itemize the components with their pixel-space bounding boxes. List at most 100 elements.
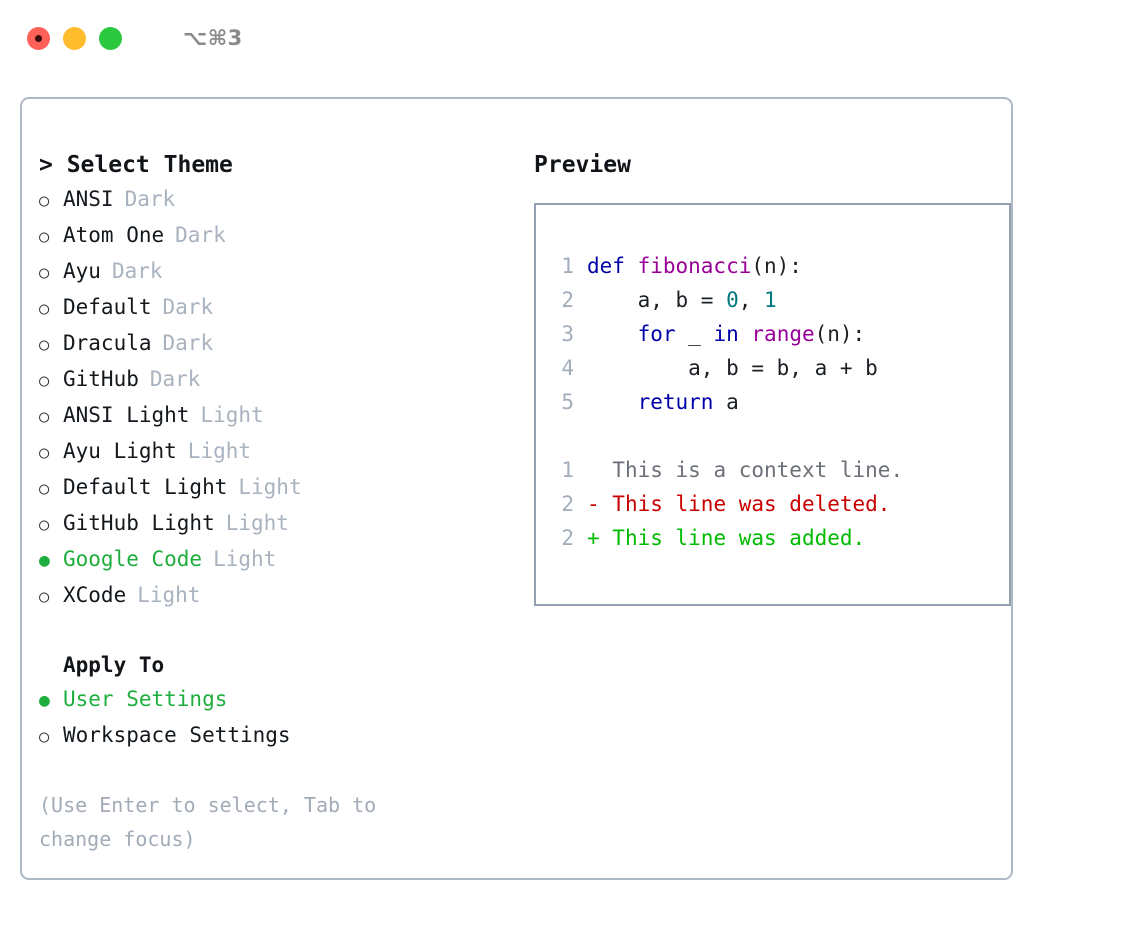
diff-sample: 1 This is a context line.2- This line wa… [548,453,1009,555]
diff-sign: + [587,526,600,550]
theme-variant-badge: Light [187,439,252,463]
code-token-plain: a, b = b, a + b [587,356,878,380]
code-token-plain: , [738,288,765,312]
theme-option-xcode[interactable]: ○ XCode Light [39,578,492,614]
theme-option-ayu-light[interactable]: ○ Ayu Light Light [39,434,492,470]
diff-text: This line was deleted. [599,492,891,516]
code-line-content: def fibonacci(n): [587,249,802,283]
code-token-keyword: for [637,322,676,346]
theme-option-label: GitHub Light [63,511,215,535]
code-token-function: fibonacci [637,254,752,278]
code-line: 4 a, b = b, a + b [548,351,1009,385]
code-line: 2 a, b = 0, 1 [548,283,1009,317]
apply-to-option-workspace-settings[interactable]: ○ Workspace Settings [39,718,492,754]
theme-variant-badge: Dark [149,367,201,391]
radio-unselected-icon: ○ [39,191,50,211]
window-title: ⌥⌘3 [183,26,243,50]
code-token-plain [739,322,752,346]
radio-unselected-icon: ○ [39,443,50,463]
code-line: 1 def fibonacci(n): [548,249,1009,283]
theme-variant-badge: Dark [162,295,214,319]
diff-sign: - [587,492,600,516]
radio-unselected-icon: ○ [39,407,50,427]
diff-line-content: + This line was added. [587,521,865,555]
code-token-plain: (n): [814,322,866,346]
code-token-function: range [751,322,815,346]
radio-unselected-icon: ○ [39,587,50,607]
theme-option-atom-one[interactable]: ○ Atom One Dark [39,218,492,254]
apply-to-option-label: Workspace Settings [63,723,291,747]
radio-unselected-icon: ○ [39,371,50,391]
theme-option-label: Ayu Light [63,439,177,463]
code-line: 5 return a [548,385,1009,419]
code-token-plain: a [713,390,739,414]
diff-line-number: 2 [561,492,574,516]
code-line-number: 1 [561,254,574,278]
code-line: 3 for _ in range(n): [548,317,1009,351]
code-token-plain [587,390,638,414]
theme-option-label: Atom One [63,223,165,247]
code-line-content: for _ in range(n): [587,317,866,351]
theme-option-label: Google Code [63,547,203,571]
code-diff-separator [548,419,1009,453]
preview-heading: Preview [534,152,631,178]
code-line-number: 3 [561,322,574,346]
code-line-content: return a [587,385,739,419]
diff-line-context: 1 This is a context line. [548,453,1009,487]
theme-option-ayu[interactable]: ○ Ayu Dark [39,254,492,290]
code-token-plain: a, b = [587,288,727,312]
diff-line-deleted: 2- This line was deleted. [548,487,1009,521]
select-theme-heading: > Select Theme [39,152,233,178]
theme-option-label: Ayu [63,259,101,283]
theme-option-label: Default Light [63,475,228,499]
code-token-plain [587,322,638,346]
code-token-number: 1 [764,288,777,312]
theme-option-ansi[interactable]: ○ ANSI Dark [39,182,492,218]
radio-unselected-icon: ○ [39,227,50,247]
radio-unselected-icon: ○ [39,263,50,283]
theme-variant-badge: Dark [111,259,163,283]
theme-option-label: Dracula [63,331,152,355]
radio-unselected-icon: ○ [39,727,50,747]
theme-option-label: ANSI Light [63,403,190,427]
theme-variant-badge: Dark [124,187,176,211]
theme-option-label: ANSI [63,187,114,211]
code-token-keyword: in [713,322,739,346]
radio-unselected-icon: ○ [39,299,50,319]
radio-selected-icon: ● [39,550,50,571]
theme-variant-badge: Light [137,583,201,607]
theme-option-label: XCode [63,583,127,607]
diff-line-number: 2 [561,526,574,550]
diff-text: This line was added. [599,526,866,550]
code-line-number: 4 [561,356,574,380]
theme-option-label: GitHub [63,367,139,391]
theme-variant-badge: Light [238,475,302,499]
theme-variant-badge: Dark [175,223,226,247]
apply-to-option-user-settings[interactable]: ●User Settings [39,682,492,718]
theme-option-github[interactable]: ○ GitHub Dark [39,362,492,398]
radio-selected-icon: ● [39,690,50,711]
diff-line-content: This is a context line. [587,453,903,487]
close-button[interactable] [27,26,50,50]
code-token-number: 0 [726,288,739,312]
code-token-plain: (n): [751,254,802,278]
radio-unselected-icon: ○ [39,335,50,355]
code-token-plain: _ [675,322,714,346]
code-line-number: 5 [561,390,574,414]
minimize-button[interactable] [63,26,86,50]
zoom-button[interactable] [99,26,122,50]
apply-to-option-list[interactable]: ●User Settings ○ Workspace Settings [39,682,492,754]
